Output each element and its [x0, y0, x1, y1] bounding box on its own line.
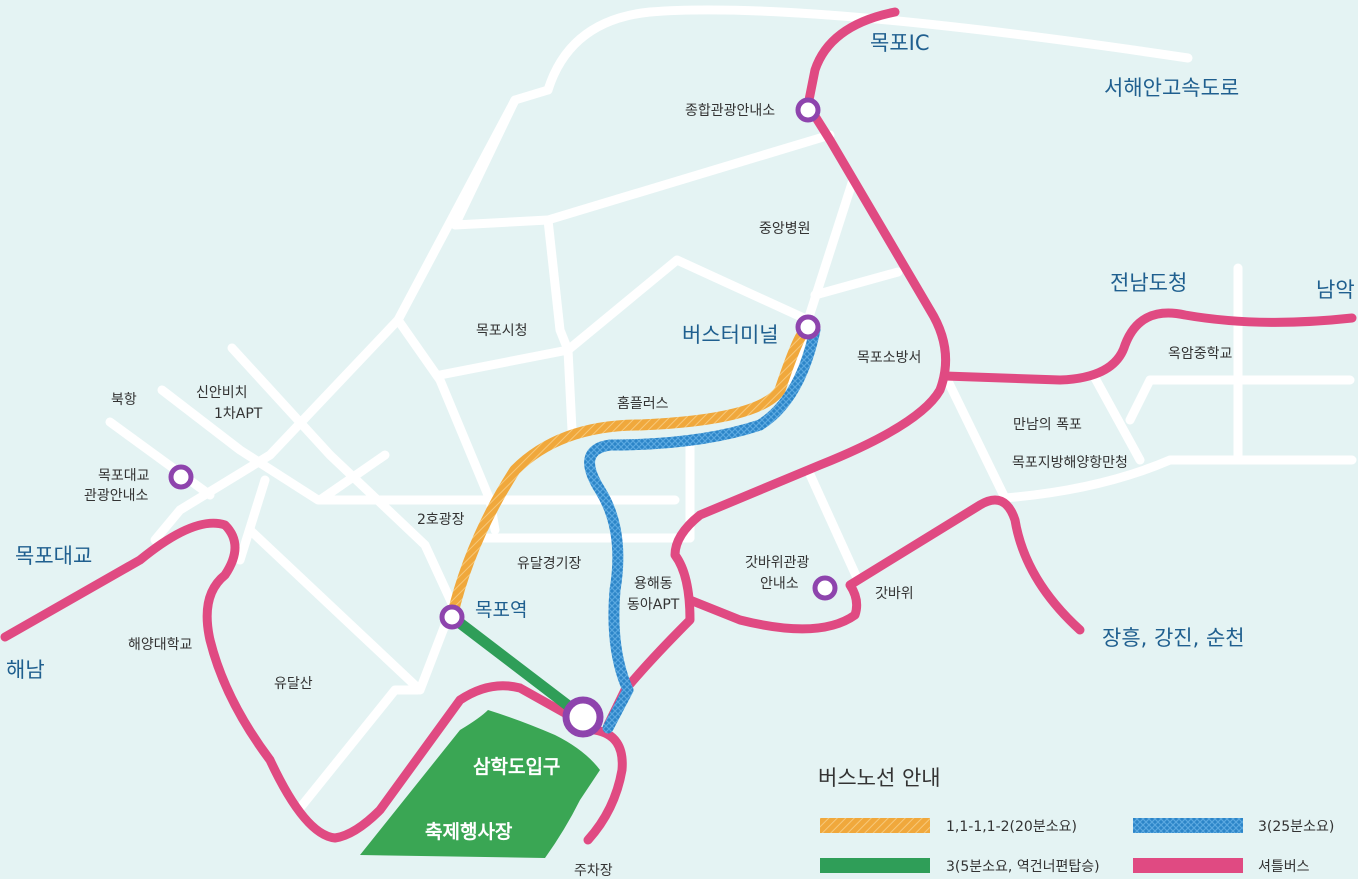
road-network [105, 5, 1357, 813]
legend-label-route-1: 1,1-1,1-2(20분소요) [946, 819, 1077, 835]
legend-label-route-3-short: 3(5분소요, 역건너편탑승) [946, 859, 1100, 875]
label-homeplus: 홈플러스 [617, 396, 669, 412]
label-mokpo-city-hall: 목포시청 [476, 323, 528, 339]
label-maritime-university: 해양대학교 [128, 637, 193, 653]
label-gatbawi: 갓바위 [875, 586, 914, 602]
label-mokpo-bridge: 목포대교 [15, 544, 92, 568]
label-jangheung: 장흥, 강진, 순천 [1102, 626, 1245, 650]
legend-swatch-route-1 [820, 818, 930, 833]
label-parking: 주차장 [574, 863, 613, 879]
label-mannam-waterfall: 만남의 폭포 [1013, 417, 1082, 433]
label-plaza-2: 2호광장 [417, 512, 465, 528]
label-festival-venue: 축제행사장 [425, 821, 513, 843]
stops [168, 97, 838, 738]
label-yudal-stadium: 유달경기장 [517, 556, 582, 572]
festival-area [360, 710, 600, 858]
label-mokpo-fire-station: 목포소방서 [857, 350, 921, 366]
label-jungang-hospital: 중앙병원 [759, 221, 811, 237]
stop-mokpo-station [439, 604, 465, 630]
legend-swatch-shuttle [1133, 858, 1243, 873]
route-blue [584, 324, 821, 734]
legend-label-route-3-long: 3(25분소요) [1258, 819, 1334, 835]
legend-swatch-route-3-long [1133, 818, 1243, 833]
label-bus-terminal: 버스터미널 [682, 323, 779, 347]
legend-swatch-route-3-short [820, 858, 930, 873]
label-seohaean-expressway: 서해안고속도로 [1104, 76, 1239, 100]
label-mokpo-station: 목포역 [475, 599, 527, 621]
label-haenam: 해남 [6, 658, 45, 682]
label-samhakdo-entrance: 삼학도입구 [473, 756, 560, 778]
label-mokpo-maritime-office: 목포지방해양항만청 [1012, 455, 1128, 471]
stop-tourist-info [795, 97, 821, 123]
stop-samhakdo [562, 696, 604, 738]
stop-gatbawi-info [812, 575, 838, 601]
legend-title: 버스노선 안내 [818, 766, 941, 790]
label-tourist-info-center: 종합관광안내소 [685, 103, 775, 119]
label-mokpo-ic: 목포IC [870, 31, 930, 55]
label-okam-middle-school: 옥암중학교 [1168, 346, 1233, 362]
label-bukhang: 북항 [111, 392, 137, 408]
place-labels: 목포IC 서해안고속도로 종합관광안내소 중앙병원 목포시청 버스터미널 목포소… [6, 31, 1355, 879]
stop-bus-terminal [795, 314, 821, 340]
route-orange [446, 321, 814, 623]
stop-mokpo-bridge-info [168, 464, 194, 490]
label-yudalsan: 유달산 [274, 676, 313, 692]
label-jeonnam-provincial-office: 전남도청 [1110, 271, 1187, 295]
label-namak: 남악 [1316, 278, 1355, 302]
shuttle-route [0, 7, 1357, 845]
legend: 버스노선 안내 1,1-1,1-2(20분소요) 3(25분소요) 3(5분소요… [818, 766, 1334, 875]
legend-label-shuttle: 셔틀버스 [1258, 859, 1310, 875]
route-green [446, 611, 589, 723]
